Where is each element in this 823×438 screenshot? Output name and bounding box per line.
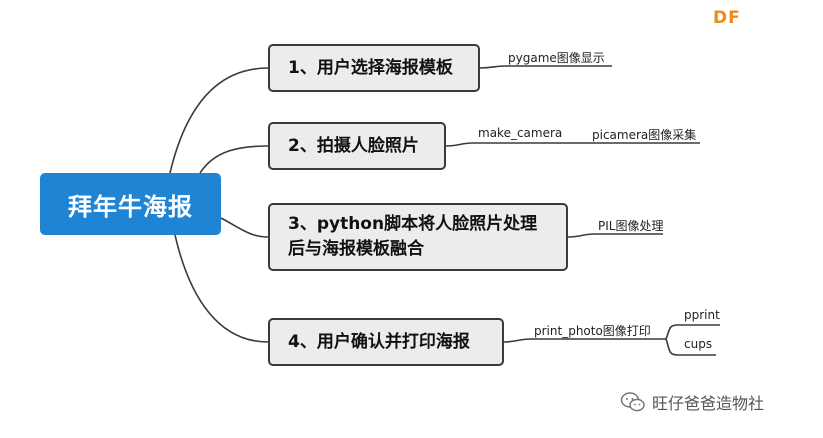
connector-root-b4	[174, 234, 269, 343]
watermark: 旺仔爸爸造物社	[620, 390, 764, 414]
watermark-text: 旺仔爸爸造物社	[652, 394, 765, 413]
connector-b1-leaf	[479, 65, 612, 69]
branch-label: 2、拍摄人脸照片	[288, 135, 419, 156]
df-logo: DF	[713, 8, 741, 28]
leaf-pygame[interactable]: pygame图像显示	[508, 51, 605, 65]
connector-b2-leaf1	[445, 142, 586, 147]
leaf-picamera[interactable]: picamera图像采集	[592, 128, 697, 142]
branch-node-2[interactable]: 2、拍摄人脸照片	[268, 122, 446, 170]
connector-b3-leaf	[567, 233, 663, 238]
branch-label: 4、用户确认并打印海报	[288, 331, 470, 352]
wechat-icon	[620, 392, 645, 412]
leaf-print-photo[interactable]: print_photo图像打印	[534, 324, 651, 338]
subleaf-cups[interactable]: cups	[684, 337, 713, 351]
connector-b4-leaf	[503, 338, 666, 343]
connector-root-b2	[199, 145, 269, 174]
leaf-pil[interactable]: PIL图像处理	[598, 219, 664, 233]
connector-root-b3	[220, 217, 269, 238]
branch-node-3[interactable]: 3、python脚本将人脸照片处理 后与海报模板融合	[268, 203, 568, 271]
branch-node-4[interactable]: 4、用户确认并打印海报	[268, 318, 504, 366]
connector-b4-sub2	[665, 338, 716, 356]
branch-label-line2: 后与海报模板融合	[288, 239, 424, 259]
connector-root-b1	[169, 67, 269, 174]
branch-label-line1: 3、python脚本将人脸照片处理	[288, 214, 538, 234]
subleaf-pprint[interactable]: pprint	[684, 308, 720, 322]
root-node[interactable]: 拜年牛海报	[40, 173, 221, 235]
leaf-make-camera[interactable]: make_camera	[478, 126, 563, 140]
branch-node-1[interactable]: 1、用户选择海报模板	[268, 44, 480, 92]
branch-label: 1、用户选择海报模板	[288, 57, 453, 78]
connector-b4-sub1	[665, 324, 720, 340]
